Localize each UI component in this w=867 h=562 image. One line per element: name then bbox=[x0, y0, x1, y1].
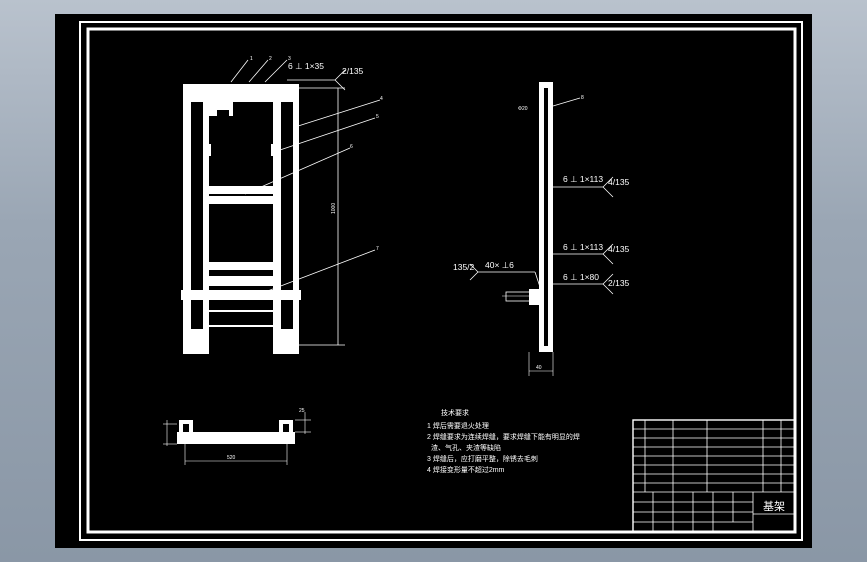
tech-note-2: 2 焊缝要求为连续焊缝，要求焊缝下能有明显的焊 bbox=[427, 432, 580, 441]
side-view: Φ20 8 6 ⊥ 1×113 4/135 6 ⊥ 1×113 4/135 6 … bbox=[453, 82, 630, 376]
cross-beam-3 bbox=[203, 262, 279, 270]
cross-beam-4 bbox=[203, 276, 279, 286]
callout-5: 5 bbox=[376, 114, 379, 120]
callout-2: 2 bbox=[269, 56, 272, 62]
tech-note-3: 3 焊缝后，应打磨平整，除锈去毛刺 bbox=[427, 454, 538, 463]
side-top-dim: Φ20 bbox=[518, 106, 528, 112]
title-block bbox=[632, 419, 796, 533]
cross-beam-5 bbox=[181, 290, 301, 300]
front-weld-symbol: 6 ⊥ 1×35 bbox=[288, 61, 324, 71]
inner-border bbox=[86, 27, 797, 534]
cross-beam-1 bbox=[203, 186, 279, 194]
callout-7: 7 bbox=[376, 246, 379, 252]
title-block-title: 基架 bbox=[763, 500, 785, 513]
top-beam bbox=[183, 84, 299, 102]
callout-8: 8 bbox=[581, 95, 584, 101]
section-width-dim: 520 bbox=[227, 455, 236, 461]
tech-note-2-cont: 渣、气孔、夹渣等缺陷 bbox=[431, 443, 501, 452]
section-side-dim: 25 bbox=[299, 408, 305, 414]
cad-viewport[interactable]: 1000 1 2 3 6 ⊥ 1×35 2/135 4 5 6 7 Φ20 8 … bbox=[55, 14, 812, 548]
section-view: 25 520 bbox=[163, 408, 311, 465]
side-weld-3-symbol: 6 ⊥ 1×80 bbox=[563, 272, 599, 282]
side-left-weld-symbol: 40× ⊥6 bbox=[485, 260, 514, 270]
callout-4: 4 bbox=[380, 96, 383, 102]
callout-6: 6 bbox=[350, 144, 353, 150]
overall-height-dim: 1000 bbox=[331, 203, 337, 214]
side-weld-1-ref: 4/135 bbox=[608, 177, 630, 187]
side-bottom-dim: 40 bbox=[536, 365, 542, 371]
side-weld-2-ref: 4/135 bbox=[608, 244, 630, 254]
section-base bbox=[177, 432, 295, 444]
side-weld-1-symbol: 6 ⊥ 1×113 bbox=[563, 174, 603, 184]
tech-note-1: 1 焊后需要退火处理 bbox=[427, 421, 489, 430]
side-weld-2-symbol: 6 ⊥ 1×113 bbox=[563, 242, 603, 252]
technical-notes: 技术要求 1 焊后需要退火处理 2 焊缝要求为连续焊缝，要求焊缝下能有明显的焊 … bbox=[427, 408, 580, 474]
tech-note-4: 4 焊接变形量不超过2mm bbox=[427, 465, 505, 474]
side-bracket bbox=[529, 289, 543, 305]
front-weld-ref: 2/135 bbox=[342, 66, 364, 76]
callout-3: 3 bbox=[288, 56, 291, 62]
side-left-weld-ref: 135/2 bbox=[453, 262, 475, 272]
outer-border bbox=[79, 21, 803, 541]
engineering-drawing: 1000 1 2 3 6 ⊥ 1×35 2/135 4 5 6 7 Φ20 8 … bbox=[79, 21, 803, 541]
cross-beam-2 bbox=[203, 196, 279, 204]
side-weld-3-ref: 2/135 bbox=[608, 278, 630, 288]
tech-notes-heading: 技术要求 bbox=[441, 408, 469, 417]
front-view: 1000 1 2 3 6 ⊥ 1×35 2/135 4 5 6 7 bbox=[181, 56, 383, 354]
callout-1: 1 bbox=[250, 56, 253, 62]
